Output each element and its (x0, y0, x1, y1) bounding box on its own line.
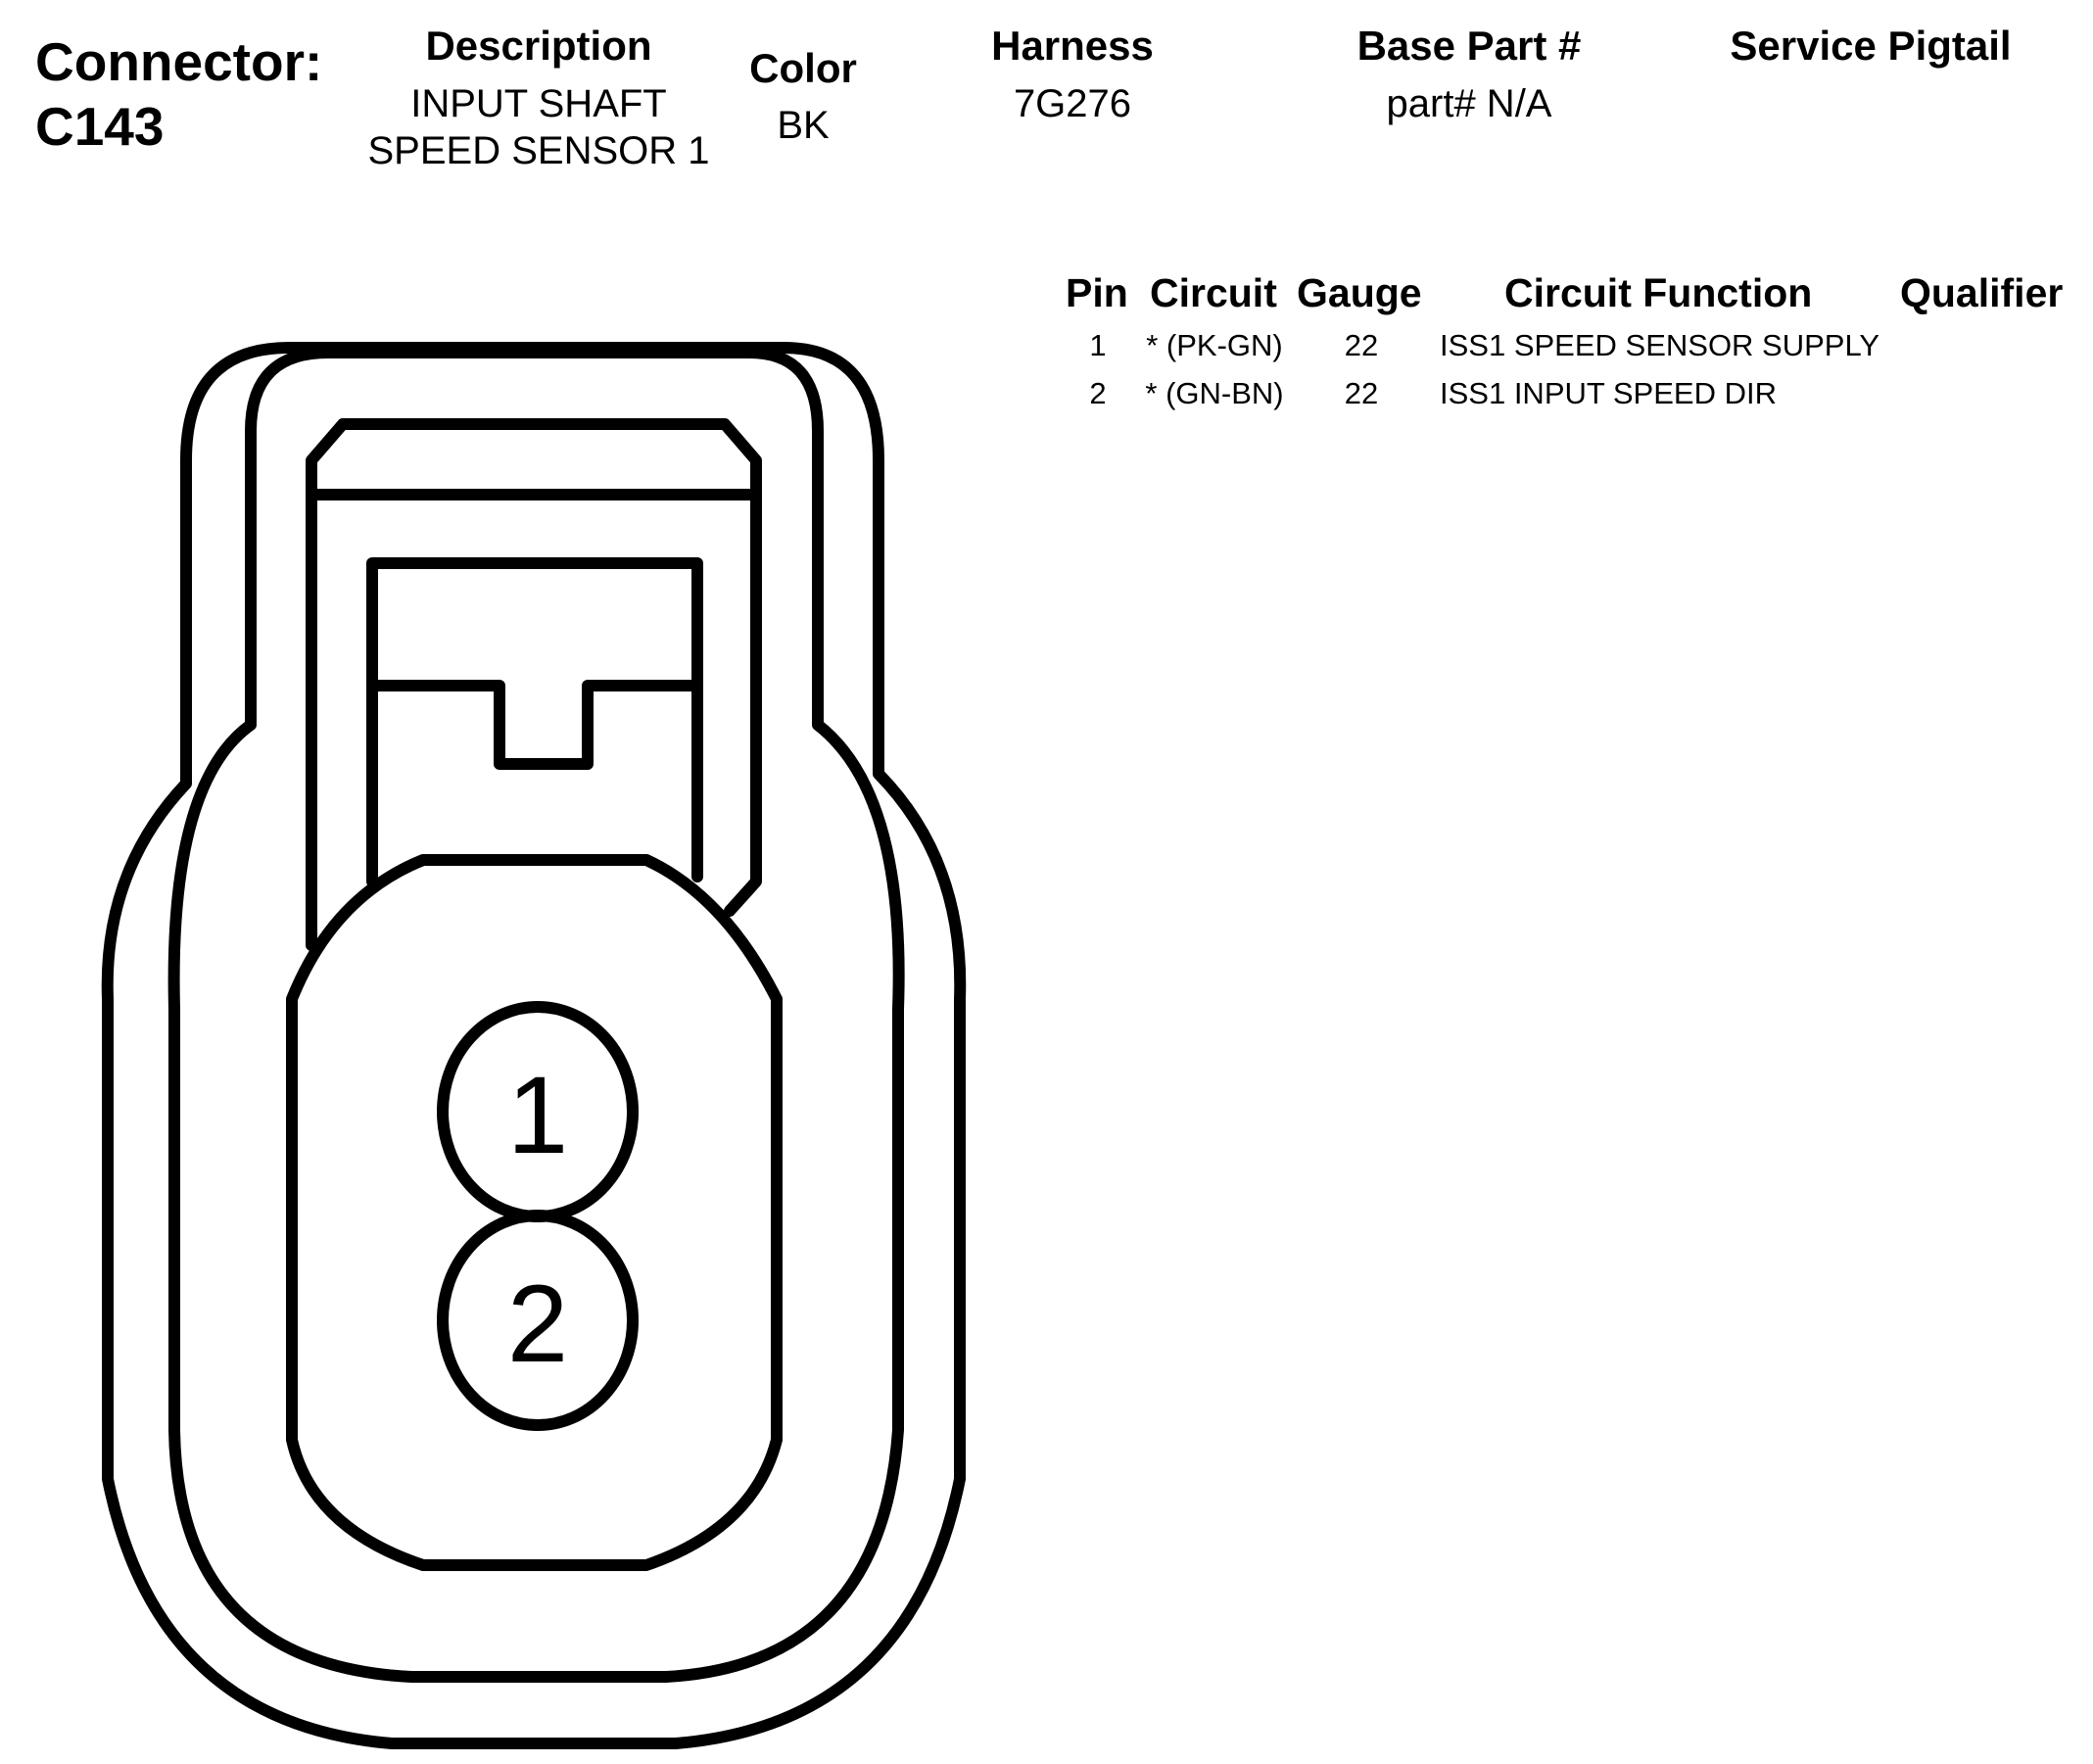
row-1-gauge: 22 (1344, 328, 1379, 362)
inner-shell (167, 347, 905, 1683)
connector-id: C143 (35, 96, 165, 157)
latch-tab (366, 557, 703, 887)
row-1-circuit: * (PK-GN) (1146, 328, 1283, 362)
row-2-function: ISS1 INPUT SPEED DIR (1440, 376, 1777, 410)
harness-value: 7G276 (1013, 82, 1132, 125)
connector-face-diagram: 1 2 (101, 342, 967, 1749)
pin-2-number: 2 (507, 1263, 568, 1385)
qualifier-column-header: Qualifier (1900, 270, 2064, 315)
connector-title: Connector: C143 (35, 29, 322, 159)
base-part-value: part# N/A (1386, 82, 1552, 125)
color-value: BK (777, 104, 830, 147)
description-line-1: INPUT SHAFT (410, 82, 667, 125)
latch-housing (306, 418, 762, 951)
base-part-header: Base Part # (1356, 23, 1582, 69)
latch-notch (366, 680, 703, 770)
harness-header: Harness (991, 23, 1154, 69)
row-2-pin: 2 (1089, 376, 1107, 410)
circuit-function-column-header: Circuit Function (1504, 270, 1813, 315)
gauge-column-header: Gauge (1297, 270, 1422, 315)
description-line-2: SPEED SENSOR 1 (367, 129, 710, 172)
service-pigtail-header: Service Pigtail (1730, 23, 2012, 69)
pin-column-header: Pin (1066, 270, 1128, 315)
pin-cavity (286, 854, 783, 1571)
row-2-circuit: * (GN-BN) (1145, 376, 1284, 410)
pin-2-terminal (437, 1210, 639, 1431)
row-2-gauge: 22 (1344, 376, 1379, 410)
row-1-function: ISS1 SPEED SENSOR SUPPLY (1440, 328, 1880, 362)
circuit-column-header: Circuit (1150, 270, 1277, 315)
outer-shell (101, 342, 967, 1749)
row-1-pin: 1 (1089, 328, 1107, 362)
description-value: INPUT SHAFT SPEED SENSOR 1 (343, 80, 735, 174)
description-header: Description (425, 23, 652, 69)
pin-1-number: 1 (507, 1054, 568, 1176)
connector-label: Connector: (35, 31, 323, 92)
color-header: Color (749, 45, 857, 91)
